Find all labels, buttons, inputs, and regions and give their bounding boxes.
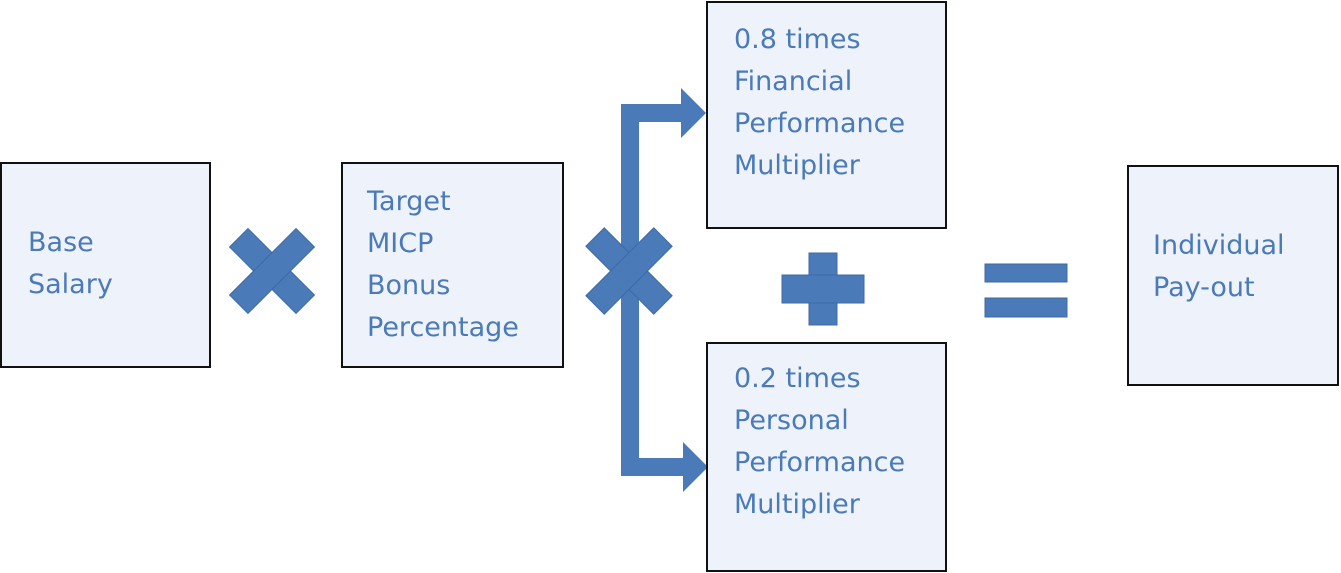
individual-payout-box: Individual Pay-out bbox=[1127, 165, 1339, 386]
upper-arrow-head bbox=[681, 88, 706, 138]
upper-arrow-shaft bbox=[621, 104, 683, 122]
multiply-icon bbox=[228, 227, 316, 315]
target-bonus-box: Target MICP Bonus Percentage bbox=[341, 162, 564, 368]
plus-icon bbox=[781, 252, 865, 326]
personal-line: 0.2 times bbox=[734, 363, 861, 394]
financial-line: 0.8 times bbox=[734, 24, 861, 55]
multiply-icon bbox=[585, 227, 673, 315]
lower-arrow-shaft bbox=[621, 458, 685, 476]
personal-line: Personal bbox=[734, 405, 849, 436]
base-salary-line: Salary bbox=[28, 269, 113, 300]
target-bonus-line: MICP bbox=[367, 228, 434, 259]
financial-multiplier-box: 0.8 times Financial Performance Multipli… bbox=[706, 1, 947, 229]
personal-multiplier-box: 0.2 times Personal Performance Multiplie… bbox=[706, 342, 947, 572]
base-salary-label: Base Salary bbox=[28, 222, 113, 306]
financial-line: Financial bbox=[734, 66, 853, 97]
target-bonus-line: Target bbox=[367, 186, 451, 217]
payout-line: Pay-out bbox=[1153, 272, 1255, 303]
base-salary-line: Base bbox=[28, 227, 94, 258]
personal-line: Performance bbox=[734, 447, 906, 478]
personal-line: Multiplier bbox=[734, 489, 860, 520]
target-bonus-line: Bonus bbox=[367, 270, 451, 301]
equals-icon bbox=[984, 263, 1068, 318]
target-bonus-label: Target MICP Bonus Percentage bbox=[367, 181, 519, 349]
base-salary-box: Base Salary bbox=[0, 162, 211, 368]
personal-multiplier-label: 0.2 times Personal Performance Multiplie… bbox=[734, 358, 905, 526]
financial-line: Performance bbox=[734, 108, 906, 139]
financial-multiplier-label: 0.8 times Financial Performance Multipli… bbox=[734, 19, 905, 187]
individual-payout-label: Individual Pay-out bbox=[1153, 225, 1285, 309]
lower-arrow-head bbox=[683, 442, 708, 492]
payout-line: Individual bbox=[1153, 230, 1285, 261]
financial-line: Multiplier bbox=[734, 150, 860, 181]
target-bonus-line: Percentage bbox=[367, 312, 519, 343]
